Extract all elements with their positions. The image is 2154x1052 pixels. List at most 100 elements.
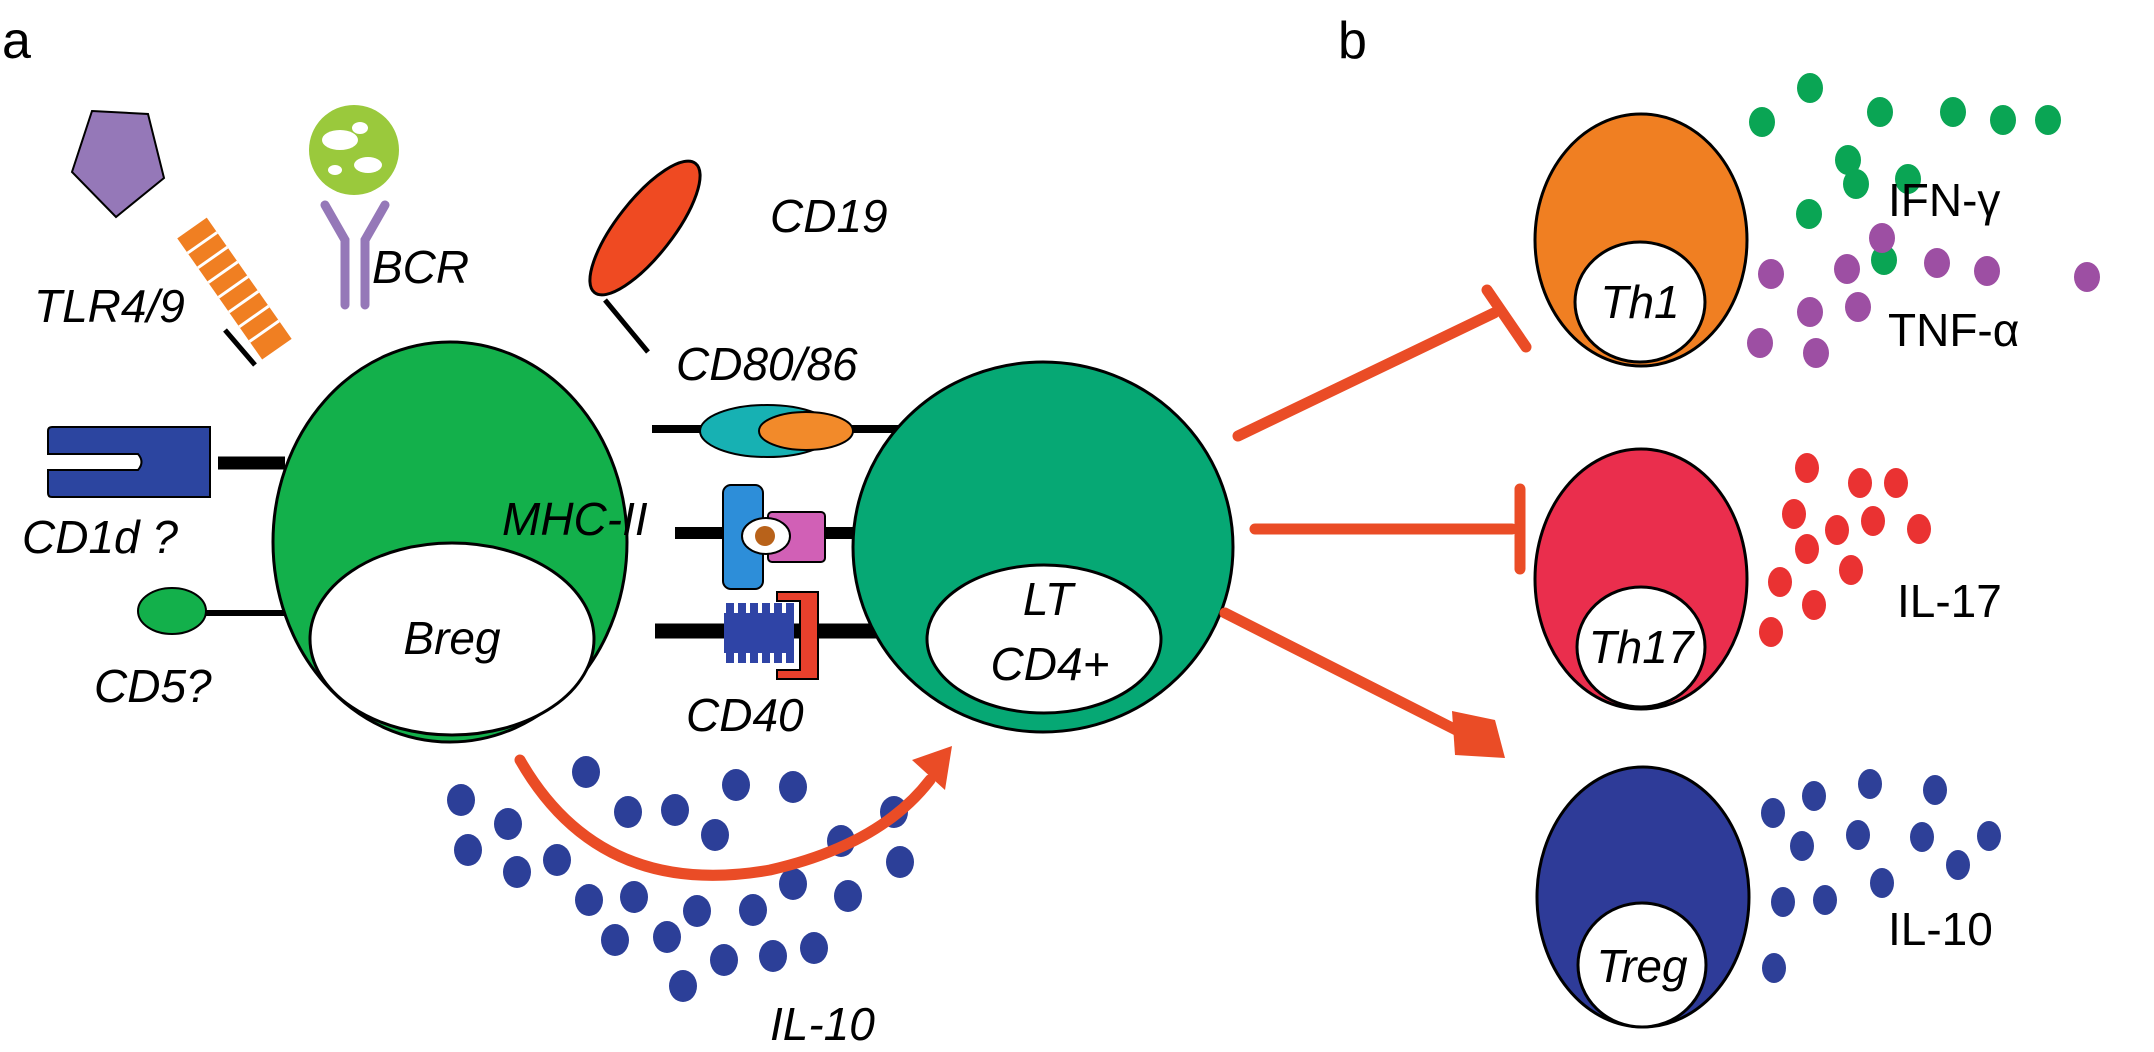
cytokine-dot	[1749, 107, 1775, 137]
cytokine-dot	[1974, 256, 2000, 286]
cytokine-dot	[1839, 555, 1863, 585]
label-cd5: CD5?	[94, 660, 212, 712]
cytokine-dot	[669, 970, 697, 1002]
arrowhead-icon	[912, 746, 952, 790]
cytokine-dot	[710, 944, 738, 976]
breg-to-lt-arrow	[514, 754, 936, 881]
label-ifn-gamma: IFN-γ	[1888, 174, 2000, 226]
cytokine-dot	[447, 784, 475, 816]
cytokine-dot	[454, 834, 482, 866]
cytokine-dot	[1758, 259, 1784, 289]
cytokine-dot	[1940, 97, 1966, 127]
cytokine-dot	[1845, 292, 1871, 322]
treg-cell	[1535, 765, 1751, 1029]
cytokine-dot	[779, 868, 807, 900]
cytokine-dot	[834, 880, 862, 912]
cytokine-dot	[1762, 953, 1786, 983]
cytokine-dot	[739, 894, 767, 926]
cytokine-dot	[1924, 248, 1950, 278]
cytokine-dot	[2074, 262, 2100, 292]
cytokine-dot	[614, 796, 642, 828]
il10-dots-group	[447, 756, 914, 1002]
cytokine-dot	[661, 794, 689, 826]
cytokine-dot	[620, 881, 648, 913]
mhc2-complex-icon	[722, 484, 826, 590]
cytokine-dot	[494, 808, 522, 840]
cytokine-dot	[1771, 887, 1795, 917]
cytokine-dot	[1895, 164, 1921, 194]
panel-label-b: b	[1338, 12, 1367, 70]
cd19-receptor-icon	[588, 159, 702, 297]
cytokine-dot	[1768, 567, 1792, 597]
inhibit-th1-arrow	[1232, 284, 1532, 442]
label-il17: IL-17	[1897, 575, 2002, 627]
cytokine-dot	[1846, 820, 1870, 850]
cytokine-dot	[1747, 328, 1773, 358]
cytokine-dot	[575, 884, 603, 916]
cytokine-dot	[2035, 105, 2061, 135]
label-cd40: CD40	[686, 689, 804, 741]
tlr-receptor-icon	[70, 109, 292, 360]
cytokine-dot	[503, 856, 531, 888]
th17-cell	[1533, 447, 1749, 711]
cytokine-dot	[1977, 821, 2001, 851]
cytokine-dot	[1869, 223, 1895, 253]
th1-label: Th1	[1600, 276, 1679, 328]
cytokine-dot	[1795, 534, 1819, 564]
cytokine-dot	[1802, 781, 1826, 811]
th1-cell	[1533, 112, 1749, 368]
th17-label: Th17	[1589, 621, 1695, 673]
cytokine-dot	[1946, 850, 1970, 880]
ifn-gamma-dots-group	[1749, 73, 2061, 275]
cytokine-dot	[722, 769, 750, 801]
label-bcr: BCR	[372, 241, 469, 293]
cd80-86-icon	[699, 404, 854, 458]
cd1d-receptor-icon	[47, 426, 211, 498]
cytokine-dot	[1907, 514, 1931, 544]
cytokine-dot	[1858, 769, 1882, 799]
cytokine-dot	[653, 921, 681, 953]
cytokine-dot	[1843, 169, 1869, 199]
cytokine-dot	[543, 844, 571, 876]
cd5-receptor-icon	[137, 587, 207, 635]
lt-cell-label-line1: LT	[1023, 573, 1076, 625]
cytokine-dot	[1803, 338, 1829, 368]
inhibit-th17-arrow	[1249, 483, 1526, 575]
cd40-complex-icon	[724, 591, 819, 680]
bcr-receptor-icon	[309, 105, 399, 310]
cytokine-dot	[1835, 145, 1861, 175]
lt-cell-label-line2: CD4+	[991, 638, 1110, 690]
label-cd1d: CD1d ?	[22, 511, 178, 563]
label-mhc2: MHC-II	[502, 493, 648, 545]
panel-label-a: a	[2, 12, 31, 70]
lt-cd4-cell	[851, 360, 1235, 734]
cytokine-dot	[1871, 245, 1897, 275]
cytokine-dot	[1759, 617, 1783, 647]
label-cd80-86: CD80/86	[676, 338, 858, 390]
tnf-alpha-dots-group	[1747, 223, 2100, 368]
cytokine-dot	[1870, 868, 1894, 898]
treg-label: Treg	[1596, 940, 1688, 992]
cytokine-dot	[1797, 73, 1823, 103]
cytokine-dot	[1796, 199, 1822, 229]
promote-treg-arrow	[1219, 607, 1505, 758]
label-tlr: TLR4/9	[34, 280, 185, 332]
breg-cell-label: Breg	[403, 612, 501, 664]
il17-dots-group	[1759, 453, 1931, 647]
cytokine-dot	[1990, 105, 2016, 135]
cytokine-dot	[1761, 798, 1785, 828]
cytokine-dot	[779, 771, 807, 803]
label-tnf-alpha: TNF-α	[1888, 304, 2019, 356]
cytokine-dot	[1825, 515, 1849, 545]
cytokine-dot	[1834, 254, 1860, 284]
cytokine-dot	[572, 756, 600, 788]
label-il10-a: IL-10	[770, 998, 875, 1050]
cytokine-dot	[1884, 468, 1908, 498]
cytokine-dot	[759, 940, 787, 972]
cytokine-dot	[683, 895, 711, 927]
cytokine-dot	[1802, 590, 1826, 620]
label-cd19: CD19	[770, 190, 888, 242]
cytokine-dot	[1795, 453, 1819, 483]
il10-b-dots-group	[1761, 769, 2001, 983]
